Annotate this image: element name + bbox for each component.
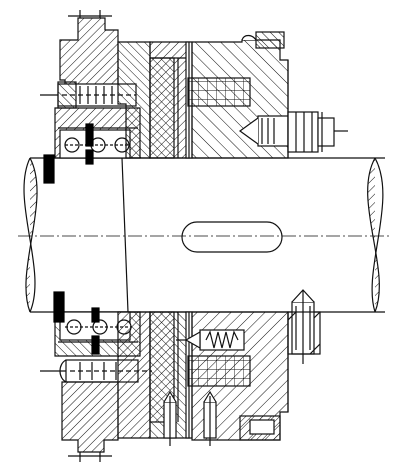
inner-hub-bottom [117, 311, 191, 439]
set-screw-bottom [163, 390, 217, 446]
ball-bearing [66, 319, 82, 335]
pin-bottom-right [287, 289, 321, 364]
seal-top [43, 123, 94, 184]
keyway-slot [181, 221, 283, 253]
shaft [23, 157, 385, 313]
gear-hub-bottom [61, 381, 119, 462]
coil-winding [187, 355, 251, 387]
adjust-screw-top [238, 111, 348, 153]
seal-bottom [53, 291, 100, 355]
inner-hub-top [117, 41, 191, 159]
bearing-housing-top [54, 107, 141, 159]
gear-hub-top [59, 10, 119, 93]
spring-bottom [176, 329, 245, 351]
coil-winding [187, 77, 251, 107]
